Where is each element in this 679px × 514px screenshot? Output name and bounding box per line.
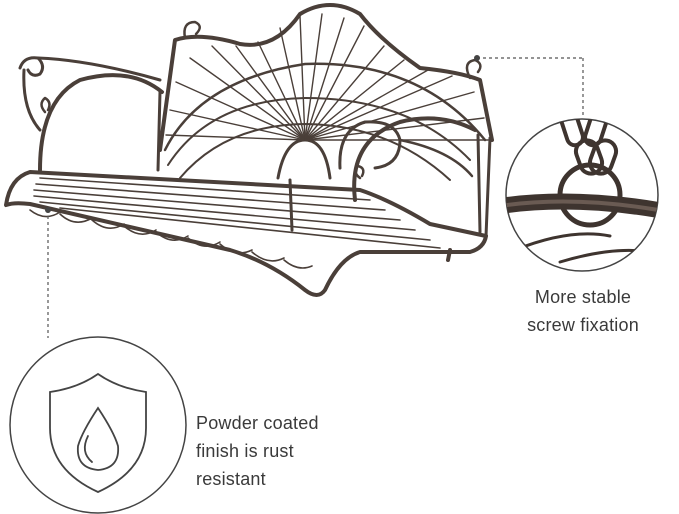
- leader-dot-top: [474, 55, 480, 61]
- caption-line: More stable: [534, 287, 632, 307]
- caption-line: resistant: [196, 469, 266, 489]
- leader-lines: [47, 57, 584, 338]
- screw-fixation-caption: More stable screw fixation: [508, 283, 658, 339]
- leader-dot-left: [45, 207, 51, 213]
- swing-icon: [4, 3, 494, 297]
- shield-water-drop-icon: [9, 336, 187, 514]
- caption-line: finish is rust: [196, 441, 294, 461]
- powder-coated-caption: Powder coated finish is rust resistant: [196, 409, 319, 493]
- caption-line: screw fixation: [527, 315, 639, 335]
- chain-ring-detail-icon: [505, 118, 659, 272]
- caption-line: Powder coated: [196, 413, 319, 433]
